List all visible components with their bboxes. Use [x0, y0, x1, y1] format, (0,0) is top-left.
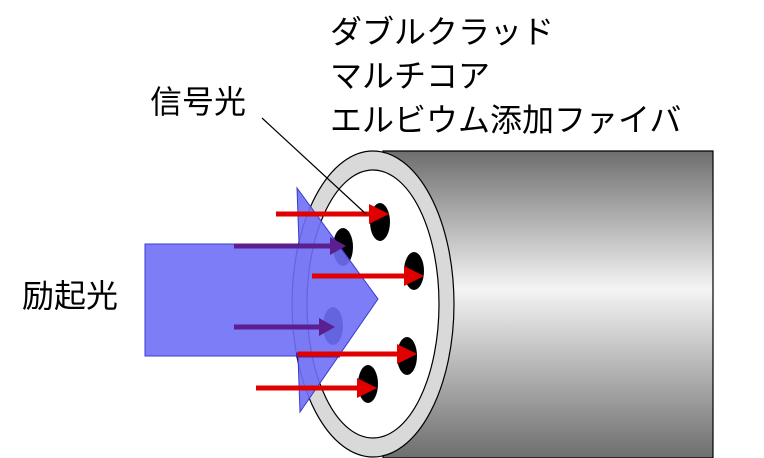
signal-light-label: 信号光 — [150, 83, 247, 121]
pump-light-label: 励起光 — [22, 277, 119, 315]
signal-arrow — [312, 266, 424, 286]
signal-arrow — [276, 204, 389, 224]
signal-arrow — [256, 378, 377, 398]
signal-arrow — [298, 344, 417, 364]
pump-arrow — [234, 318, 335, 336]
fiber-title-line-3: エルビウム添加ファイバ — [330, 101, 682, 139]
fiber-title-line-2: マルチコア — [330, 57, 491, 95]
fiber-title-line-1: ダブルクラッド — [330, 13, 555, 51]
fiber-title: ダブルクラッド マルチコア エルビウム添加ファイバ — [330, 10, 681, 142]
signal-leader-line — [261, 117, 367, 215]
pump-arrow — [234, 237, 346, 255]
signal-arrows — [256, 204, 424, 398]
pump-arrows — [234, 237, 346, 358]
